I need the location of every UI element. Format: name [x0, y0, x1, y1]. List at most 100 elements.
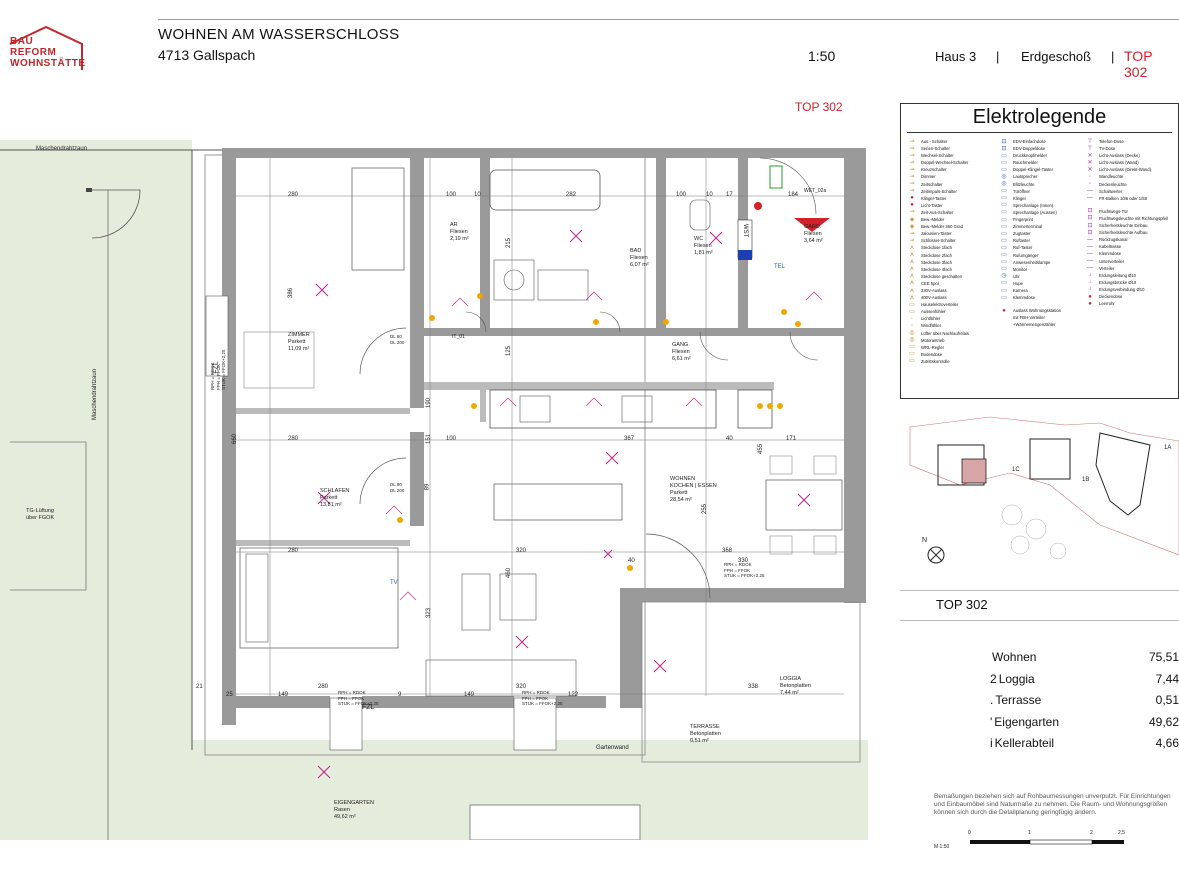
legend-item: ⊸Zeitschalter — [907, 181, 999, 188]
garden-wall-label: Gartenwand — [596, 745, 629, 751]
window-note: RPH = RDOK FPH = FFOK STUK = FFOK+2,25 — [338, 690, 379, 706]
legend-label: Uhr — [1013, 273, 1020, 279]
legend-item: ◎Lüfter über Nachlaufrelais — [907, 330, 999, 337]
legend-item: ⊸Dimmer — [907, 173, 999, 180]
legend-label: Hupe — [1013, 280, 1024, 286]
legend-symbol-icon: ⊡ — [1087, 215, 1093, 222]
legend-label: Serien-Schalter — [921, 146, 950, 152]
legend-label: Zimmerterminal — [1013, 224, 1043, 230]
legend-item: ⋏Steckdose 3fach — [907, 259, 999, 266]
legend-symbol-icon: ⊡ — [1001, 145, 1007, 152]
legend-item: ▭Sprechanlage (Innen) — [999, 202, 1091, 209]
legend-item: ▭Türöffner — [999, 188, 1091, 195]
project-address: 4713 Gallspach — [158, 47, 256, 63]
dim: 21 — [196, 684, 203, 690]
legend-label: WRL-Regler — [921, 344, 945, 350]
legend-symbol-icon: ⊡ — [1087, 222, 1093, 229]
legend-symbol-icon: ⊸ — [909, 138, 915, 145]
legend-symbol-icon — [999, 322, 1009, 328]
room-bad: BAD Fliesen 6,07 m² — [630, 248, 649, 268]
dim: 184 — [788, 192, 799, 198]
legend-label: Ruftaster — [1013, 238, 1030, 244]
dim: 171 — [786, 436, 797, 442]
legend-item: ⊡EDV-Doppeldose — [999, 145, 1091, 152]
legend-item: ⊸Wechsel-Schalter — [907, 152, 999, 159]
legend-label: CEE 5pol — [921, 280, 939, 286]
dim: 25 — [226, 692, 233, 698]
wall-west — [222, 148, 236, 708]
legend-label: Anwesenheitslampe — [1013, 259, 1051, 265]
legend-item: ◎Lautsprecher — [999, 173, 1091, 180]
scale-tick: 0 — [968, 830, 971, 836]
legend-item: ◦Deckenleuchte — [1085, 181, 1177, 188]
legend-label: Lichtfühler — [921, 316, 941, 322]
legend-item: ⊸Kreuzschalter — [907, 166, 999, 173]
legend-symbol-icon: ⊸ — [909, 237, 915, 244]
legend-label: Doppel-Wechsel-Schalter — [921, 160, 969, 166]
dim: 280 — [288, 192, 299, 198]
floor-label: Erdgeschoß — [1021, 49, 1092, 64]
legend-label: Telefon-Dose — [1099, 139, 1124, 144]
disclaimer-text: Bemaßungen beziehen sich auf Rohbaumessu… — [934, 793, 1171, 816]
window-note: RPH = RDOK FPH = FFOK STUK = FFOK+2,25 — [522, 690, 563, 706]
dim: 10 — [706, 192, 713, 198]
legend-item: ◈Bew.-Melder — [907, 216, 999, 223]
window-note: RPH = RDOK FPH = FFOK STUK = FFOK+2,25 — [724, 562, 765, 578]
legend-label: Aus - Schalter — [921, 139, 948, 144]
scale-bar: 0 1 2 2,5 M 1:50 — [934, 830, 1134, 860]
legend-symbol-icon: ◎ — [1001, 181, 1007, 188]
legend-item: ⊸Zeit-Aus-Schalter — [907, 209, 999, 216]
wet-label: WET_02a — [804, 188, 827, 194]
scale-tick: 1 — [1028, 830, 1031, 836]
legend-label: Windfühler — [921, 323, 942, 329]
legend-symbol-icon: — — [1087, 258, 1093, 265]
legend-symbol-icon: ⊸ — [909, 230, 915, 237]
legend-symbol-icon: ▭ — [1001, 188, 1007, 195]
summary-unit: TOP 302 — [936, 597, 988, 612]
legend-column-1: ⊸ Aus - Schalter ⊸ Serien-Schalter⊸Wechsel-… — [907, 138, 999, 365]
legend-label: 400V-Auslass — [921, 295, 947, 301]
summary-row-value: 49,62 — [1148, 714, 1179, 729]
legend-symbol-icon: ◈ — [909, 216, 915, 223]
site-plan: 1C 1B 1A N — [900, 405, 1179, 565]
legend-label: Klemmdose — [1099, 251, 1122, 257]
legend-symbol-icon: ● — [1088, 300, 1092, 307]
summary-row-label: Wohnen — [992, 650, 1037, 664]
legend-item: ▭Bodendose — [907, 351, 999, 358]
legend-item: ◦Windfühler — [907, 322, 999, 329]
legend-rule — [907, 132, 1172, 133]
legend-item: ▭Ruf-Taster — [999, 244, 1091, 251]
dim: 100 — [446, 436, 457, 442]
legend-symbol-icon: ▭ — [1001, 195, 1007, 202]
legend-item: ●Licht-Taster — [907, 202, 999, 209]
legend-symbol-icon: ◷ — [1001, 273, 1007, 280]
legend-column-2: ⊡EDV-Einfachdose⊡EDV-Doppeldose▭Druckkno… — [999, 138, 1091, 328]
top-marker-arrow — [794, 218, 830, 232]
legend-symbol-icon: ◦ — [1088, 181, 1092, 188]
legend-item: ▭Zimmerterminal — [999, 223, 1091, 230]
top-marker-label: TOP 302 — [795, 100, 843, 114]
north-arrow-icon — [927, 546, 945, 564]
legend-item: ◎Motorantrieb — [907, 337, 999, 344]
legend-item: ✕Licht-Auslass (Decke) — [1085, 152, 1177, 159]
dim: 280 — [288, 436, 299, 442]
legend-item: ⋏400V-Auslass — [907, 294, 999, 301]
legend-label: Aussenfühler — [921, 309, 946, 315]
header-rule — [158, 19, 1179, 20]
legend-label: Lautsprecher — [1013, 174, 1038, 180]
legend-label: Blitzleuchte — [1013, 181, 1035, 187]
legend-symbol-icon: ▭ — [1001, 166, 1007, 173]
legend-label: Steckdose 2fach — [921, 252, 952, 258]
legend-item: ↓Erdungsleitung Ø10 — [1085, 272, 1177, 279]
legend-symbol-icon: ↓ — [1088, 272, 1092, 279]
wall-east — [844, 148, 866, 603]
dim: 215 — [506, 237, 513, 249]
legend-item: ▭Rufumgänger — [999, 252, 1091, 259]
summary-rule — [900, 590, 1179, 591]
dim: 149 — [464, 692, 475, 698]
dim: 100 — [446, 192, 457, 198]
fence-top-label: Maschendrahtzaun — [36, 146, 88, 152]
legend-symbol-icon: ✕ — [1087, 166, 1093, 173]
